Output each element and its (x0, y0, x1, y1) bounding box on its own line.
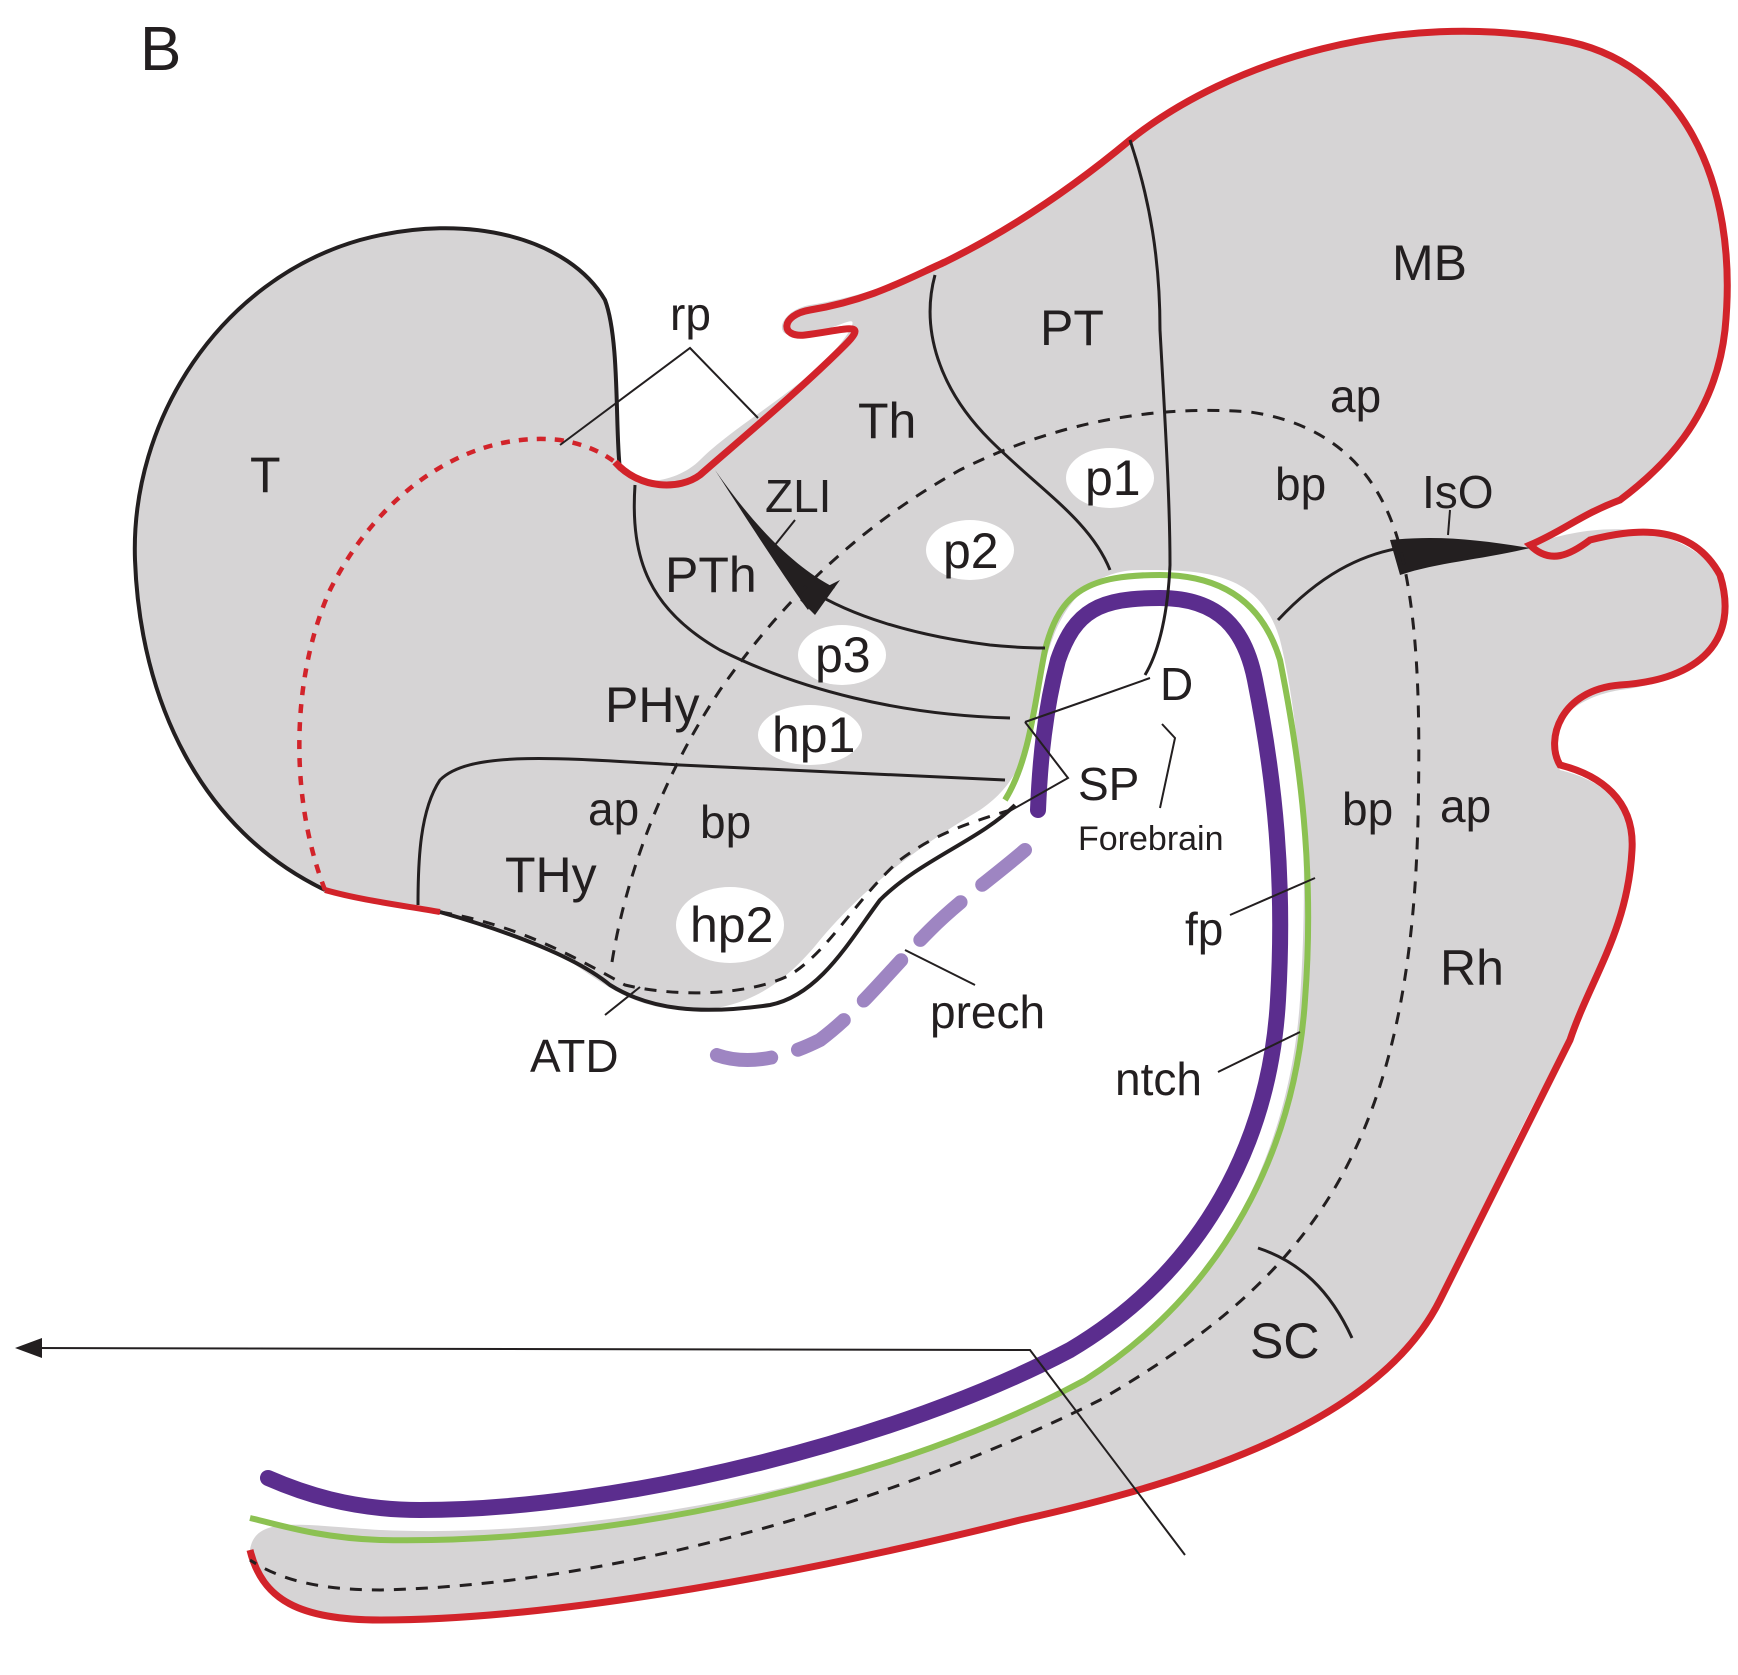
marker-ap-top: ap (1330, 370, 1381, 422)
region-label-thy: THy (505, 847, 597, 903)
region-label-pth: PTh (665, 547, 757, 603)
boundary-hypothalamus (416, 757, 1006, 906)
alar-basal-boundary (249, 408, 1421, 1592)
prosomere-label-p3: p3 (815, 627, 871, 683)
marker-zli: ZLI (765, 470, 831, 522)
marker-ntch: ntch (1115, 1053, 1202, 1105)
region-label-th: Th (858, 393, 916, 449)
marker-ap-left: ap (588, 783, 639, 835)
marker-ap-right: ap (1440, 780, 1491, 832)
leader-atd (604, 986, 641, 1016)
boundary-thalamus-pretectum (928, 274, 1112, 571)
marker-bp-left: bp (700, 796, 751, 848)
marker-bp-top: bp (1275, 458, 1326, 510)
marker-fp: fp (1185, 903, 1223, 955)
leader-ntch (1217, 1031, 1301, 1073)
floor-plate (249, 571, 1312, 1544)
section-line (31, 1347, 1186, 1556)
region-label-mb: MB (1392, 235, 1467, 291)
region-label-sc: SC (1250, 1313, 1319, 1369)
region-label-t: T (250, 447, 281, 503)
leader-iso (1447, 509, 1451, 536)
marker-d: D (1160, 658, 1193, 710)
marker-sp: SP (1078, 758, 1139, 810)
hp1-backdrop (758, 705, 862, 765)
section-arrowhead (15, 1338, 42, 1358)
leader-forebrain (1159, 723, 1177, 809)
prechordal-plate (698, 843, 1032, 1067)
leader-lines (31, 346, 1451, 1556)
zli-wedge (715, 470, 835, 610)
region-label-pt: PT (1040, 300, 1104, 356)
marker-atd: ATD (530, 1030, 619, 1082)
panel-label: B (140, 15, 181, 84)
telencephalon-outline (132, 226, 622, 892)
boundary-pretectum-midbrain (1128, 139, 1172, 676)
p2-backdrop (926, 520, 1014, 580)
prosomere-label-p1: p1 (1085, 450, 1141, 506)
p1-backdrop (1066, 448, 1154, 508)
prosomere-label-p2: p2 (943, 523, 999, 579)
boundary-midbrain-hindbrain (1276, 546, 1401, 622)
marker-rp: rp (670, 288, 711, 340)
region-label-phy: PHy (605, 677, 699, 733)
roof-plate-telencephalon-dotted (297, 436, 617, 891)
marker-iso: IsO (1422, 466, 1494, 518)
prosomere-label-hp1: hp1 (772, 707, 855, 763)
hp2-backdrop (676, 887, 784, 963)
roof-plate-dorsal (246, 27, 1731, 1624)
boundary-pth-curve (632, 484, 1011, 720)
leader-sp (1007, 721, 1070, 813)
leader-fp (1229, 877, 1316, 916)
atd-dashed-ventral (439, 808, 1011, 995)
leader-rp (559, 346, 759, 446)
prosomere-label-hp2: hp2 (690, 897, 773, 953)
marker-bp-right: bp (1342, 783, 1393, 835)
leader-prech (904, 949, 976, 986)
boundary-zli-lower (809, 588, 1046, 650)
roof-plate-ventral-telencephalon (324, 887, 441, 915)
leader-zli (774, 519, 796, 546)
marker-prech: prech (930, 986, 1045, 1038)
boundary-spinal-cord (1257, 1246, 1354, 1339)
region-label-rh: Rh (1440, 940, 1504, 996)
zli-arrowhead (800, 580, 840, 615)
marker-forebrain: Forebrain (1078, 820, 1224, 858)
leader-d-sp (1024, 677, 1151, 723)
notochord (260, 589, 1289, 1519)
ventral-forebrain-outline (439, 803, 1017, 1012)
iso-wedge (1390, 537, 1530, 575)
neural-tube-tissue (134, 31, 1729, 1621)
p3-backdrop (798, 625, 886, 685)
prosomere-backdrops (676, 448, 1154, 963)
